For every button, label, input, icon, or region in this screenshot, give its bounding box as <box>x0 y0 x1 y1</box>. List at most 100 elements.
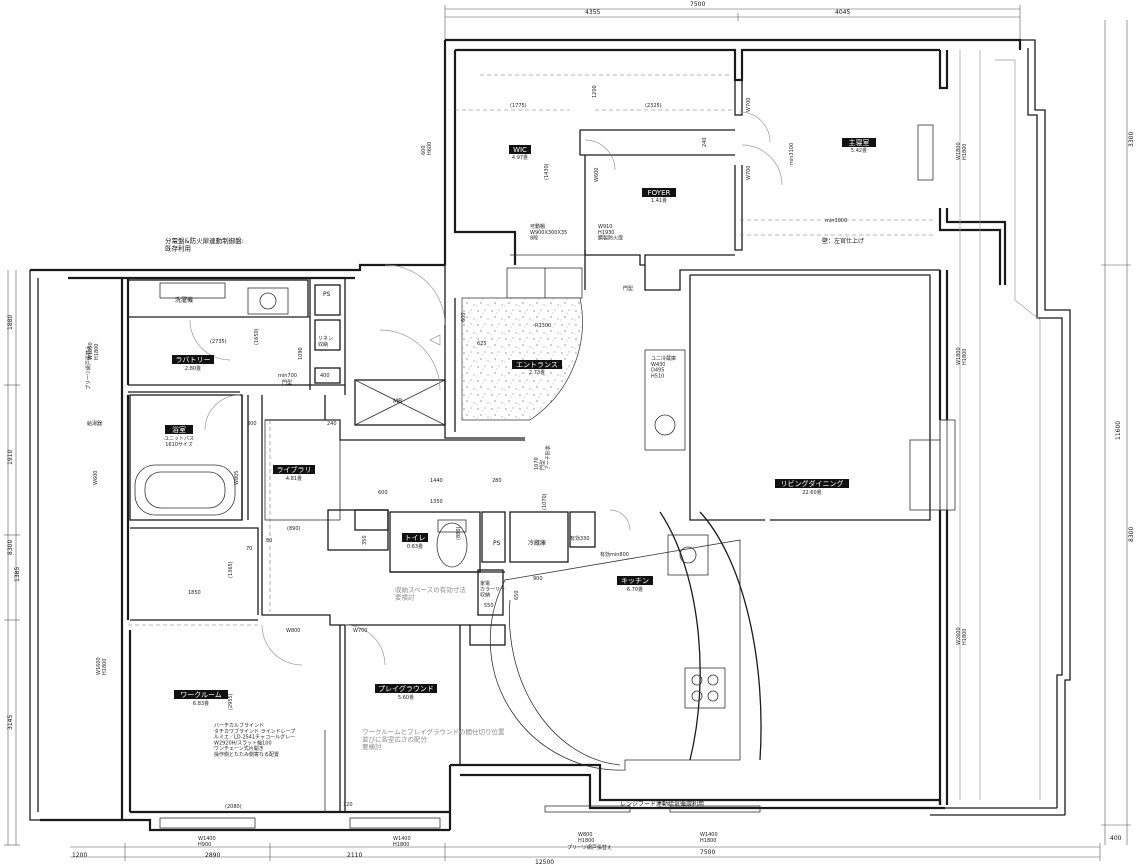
washer-label: 洗濯機 <box>175 296 193 304</box>
dim-right-400: 400 <box>1110 835 1122 842</box>
room-area-master-bedroom: 5.42畳 <box>851 148 867 154</box>
ps-label-upper: PS <box>323 291 331 298</box>
dim-2735: (2735) <box>210 339 227 345</box>
dim-2955: (2955) <box>228 693 234 710</box>
dim-bottom-1200: 1200 <box>72 852 87 859</box>
room-area-living-dining: 22.60畳 <box>802 490 821 496</box>
room-area-kitchen: 6.70畳 <box>627 587 643 593</box>
dim-625: 625 <box>477 341 487 347</box>
dim-2080: (2080) <box>225 804 242 810</box>
room-label-master-bedroom: 主寝室 <box>849 138 870 147</box>
dim-w700: W700 <box>746 98 752 113</box>
dim-280: 280 <box>492 478 502 484</box>
hood-note: レンジフード連動給気循環利用 <box>620 800 704 808</box>
dim-240: 240 <box>702 137 708 147</box>
dim-120: 120 <box>343 802 353 808</box>
interior-walls <box>127 74 956 812</box>
door-frame-note-top: 門型 <box>623 285 633 292</box>
dim-w1800-lavatory: W1800H1800 <box>88 342 100 360</box>
dim-900: 900 <box>533 576 543 582</box>
room-label-wic: WIC <box>513 146 527 154</box>
room-label-playground: プレイグラウンド <box>378 684 434 693</box>
dim-550: 550 <box>484 603 494 609</box>
dim-w600-bath: W600 <box>93 471 99 486</box>
dim-w1800-ldk: W1800H1800 <box>956 347 968 365</box>
room-area-toilet: 0.63畳 <box>407 544 423 550</box>
dim-600-h600: 600H600 <box>421 142 433 155</box>
pleats-bottom-note: プリーツ網戸張替え <box>567 844 612 851</box>
dim-w700-playground: W700 <box>353 628 368 634</box>
dim-300: 300 <box>247 421 257 427</box>
dim-350: 350 <box>362 535 368 545</box>
pleats-left-note: プリーツ網戸張替え <box>85 345 92 390</box>
dim-1200: 1200 <box>592 85 598 98</box>
dim-right-3300: 3300 <box>1128 132 1135 147</box>
dim-w600: W600 <box>594 168 600 183</box>
dim-min700: min700 <box>278 373 297 379</box>
dim-top-left: 4355 <box>585 9 600 16</box>
dim-1070: (1070) <box>542 493 548 510</box>
dim-bottom-7500: 7500 <box>700 849 715 856</box>
mb-label: MB <box>393 398 402 405</box>
dim-w2600-ldk: W2600H1800 <box>956 627 968 645</box>
dim-1775: (1775) <box>510 103 527 109</box>
dim-650: 650 <box>514 590 520 600</box>
room-area-library: 4.81畳 <box>286 476 302 482</box>
room-label-library: ライブラリ <box>277 465 312 474</box>
entrance-door-note: 1070門型アーチ形状 <box>534 445 552 470</box>
room-label-workroom: ワークルーム <box>180 691 222 699</box>
dim-1650: (1650) <box>254 328 260 345</box>
dim-right-11600: 11600 <box>1115 421 1122 440</box>
misc-dimension-labels: (1775) (2325) 1200 240 (1430) W600 W700 … <box>88 85 968 847</box>
dim-w1600-window: W1600H1800 <box>96 657 108 675</box>
dim-left-3145: 3145 <box>7 715 14 730</box>
fridge-label: 冷蔵庫 <box>528 539 546 547</box>
room-label-toilet: トイレ <box>405 534 426 542</box>
blind-note: バーチカルブラインドタチカワブラインド ラインドレープルミエ／LD-2541チャ… <box>214 722 295 758</box>
dim-w800: W800 <box>286 628 301 634</box>
room-area-lavatory: 2.80畳 <box>185 366 201 372</box>
dim-left-1910: 1910 <box>7 450 14 465</box>
dim-80: 80 <box>266 538 272 544</box>
room-label-lavatory: ラバトリー <box>175 356 210 364</box>
room-area-workroom: 6.83畳 <box>193 701 209 707</box>
dimension-lines <box>4 5 1131 861</box>
dim-1350: 1350 <box>430 499 443 505</box>
room-label-kitchen: キッチン <box>621 577 649 585</box>
panel-note: 分電盤&防火扉連動制御盤:既存利用 <box>165 236 244 252</box>
dim-r1300: R1300 <box>535 323 551 329</box>
dim-240-library: 240 <box>327 421 337 427</box>
room-label-foyer: FOYER <box>648 189 671 197</box>
room-area-entrance: 2.73畳 <box>529 370 545 376</box>
exterior-walls <box>29 38 1071 832</box>
dim-min3000: min3000 <box>825 218 847 224</box>
dim-1090: 1090 <box>298 347 304 360</box>
room-label-bath: 浴室 <box>172 425 186 434</box>
room-area-wic: 4.97畳 <box>512 155 528 161</box>
dim-600-entrance: 600 <box>461 312 467 322</box>
dim-left-1880: 1880 <box>7 315 14 330</box>
effective-330-note: 有効330 <box>570 535 590 542</box>
dim-top-right: 4045 <box>835 9 850 16</box>
storage-note: 収納スペースの有効寸法要検討 <box>395 585 466 601</box>
dim-1365: (1365) <box>228 561 234 578</box>
dim-1430: (1430) <box>544 163 550 180</box>
dim-bottom-2890: 2890 <box>205 852 220 859</box>
room-label-entrance: エントランス <box>516 361 558 369</box>
dim-70: 70 <box>246 546 252 552</box>
water-heater-label: 給湯器 <box>87 420 102 427</box>
dim-bottom-total: 12500 <box>535 859 554 866</box>
dim-2325: (2325) <box>645 103 662 109</box>
dim-left-1385: 1385 <box>14 567 21 582</box>
partition-note: ワークルームとプレイグラウンドの間仕切り位置並びに各室広さの配分要検討 <box>362 727 505 751</box>
dim-min3100: min3100 <box>789 143 795 165</box>
dim-w700b: W700 <box>746 166 752 181</box>
dim-600-storage: 600 <box>378 490 388 496</box>
dim-w1800-bedroom: W1800H1800 <box>956 142 968 160</box>
dim-1850: 1850 <box>188 590 201 596</box>
